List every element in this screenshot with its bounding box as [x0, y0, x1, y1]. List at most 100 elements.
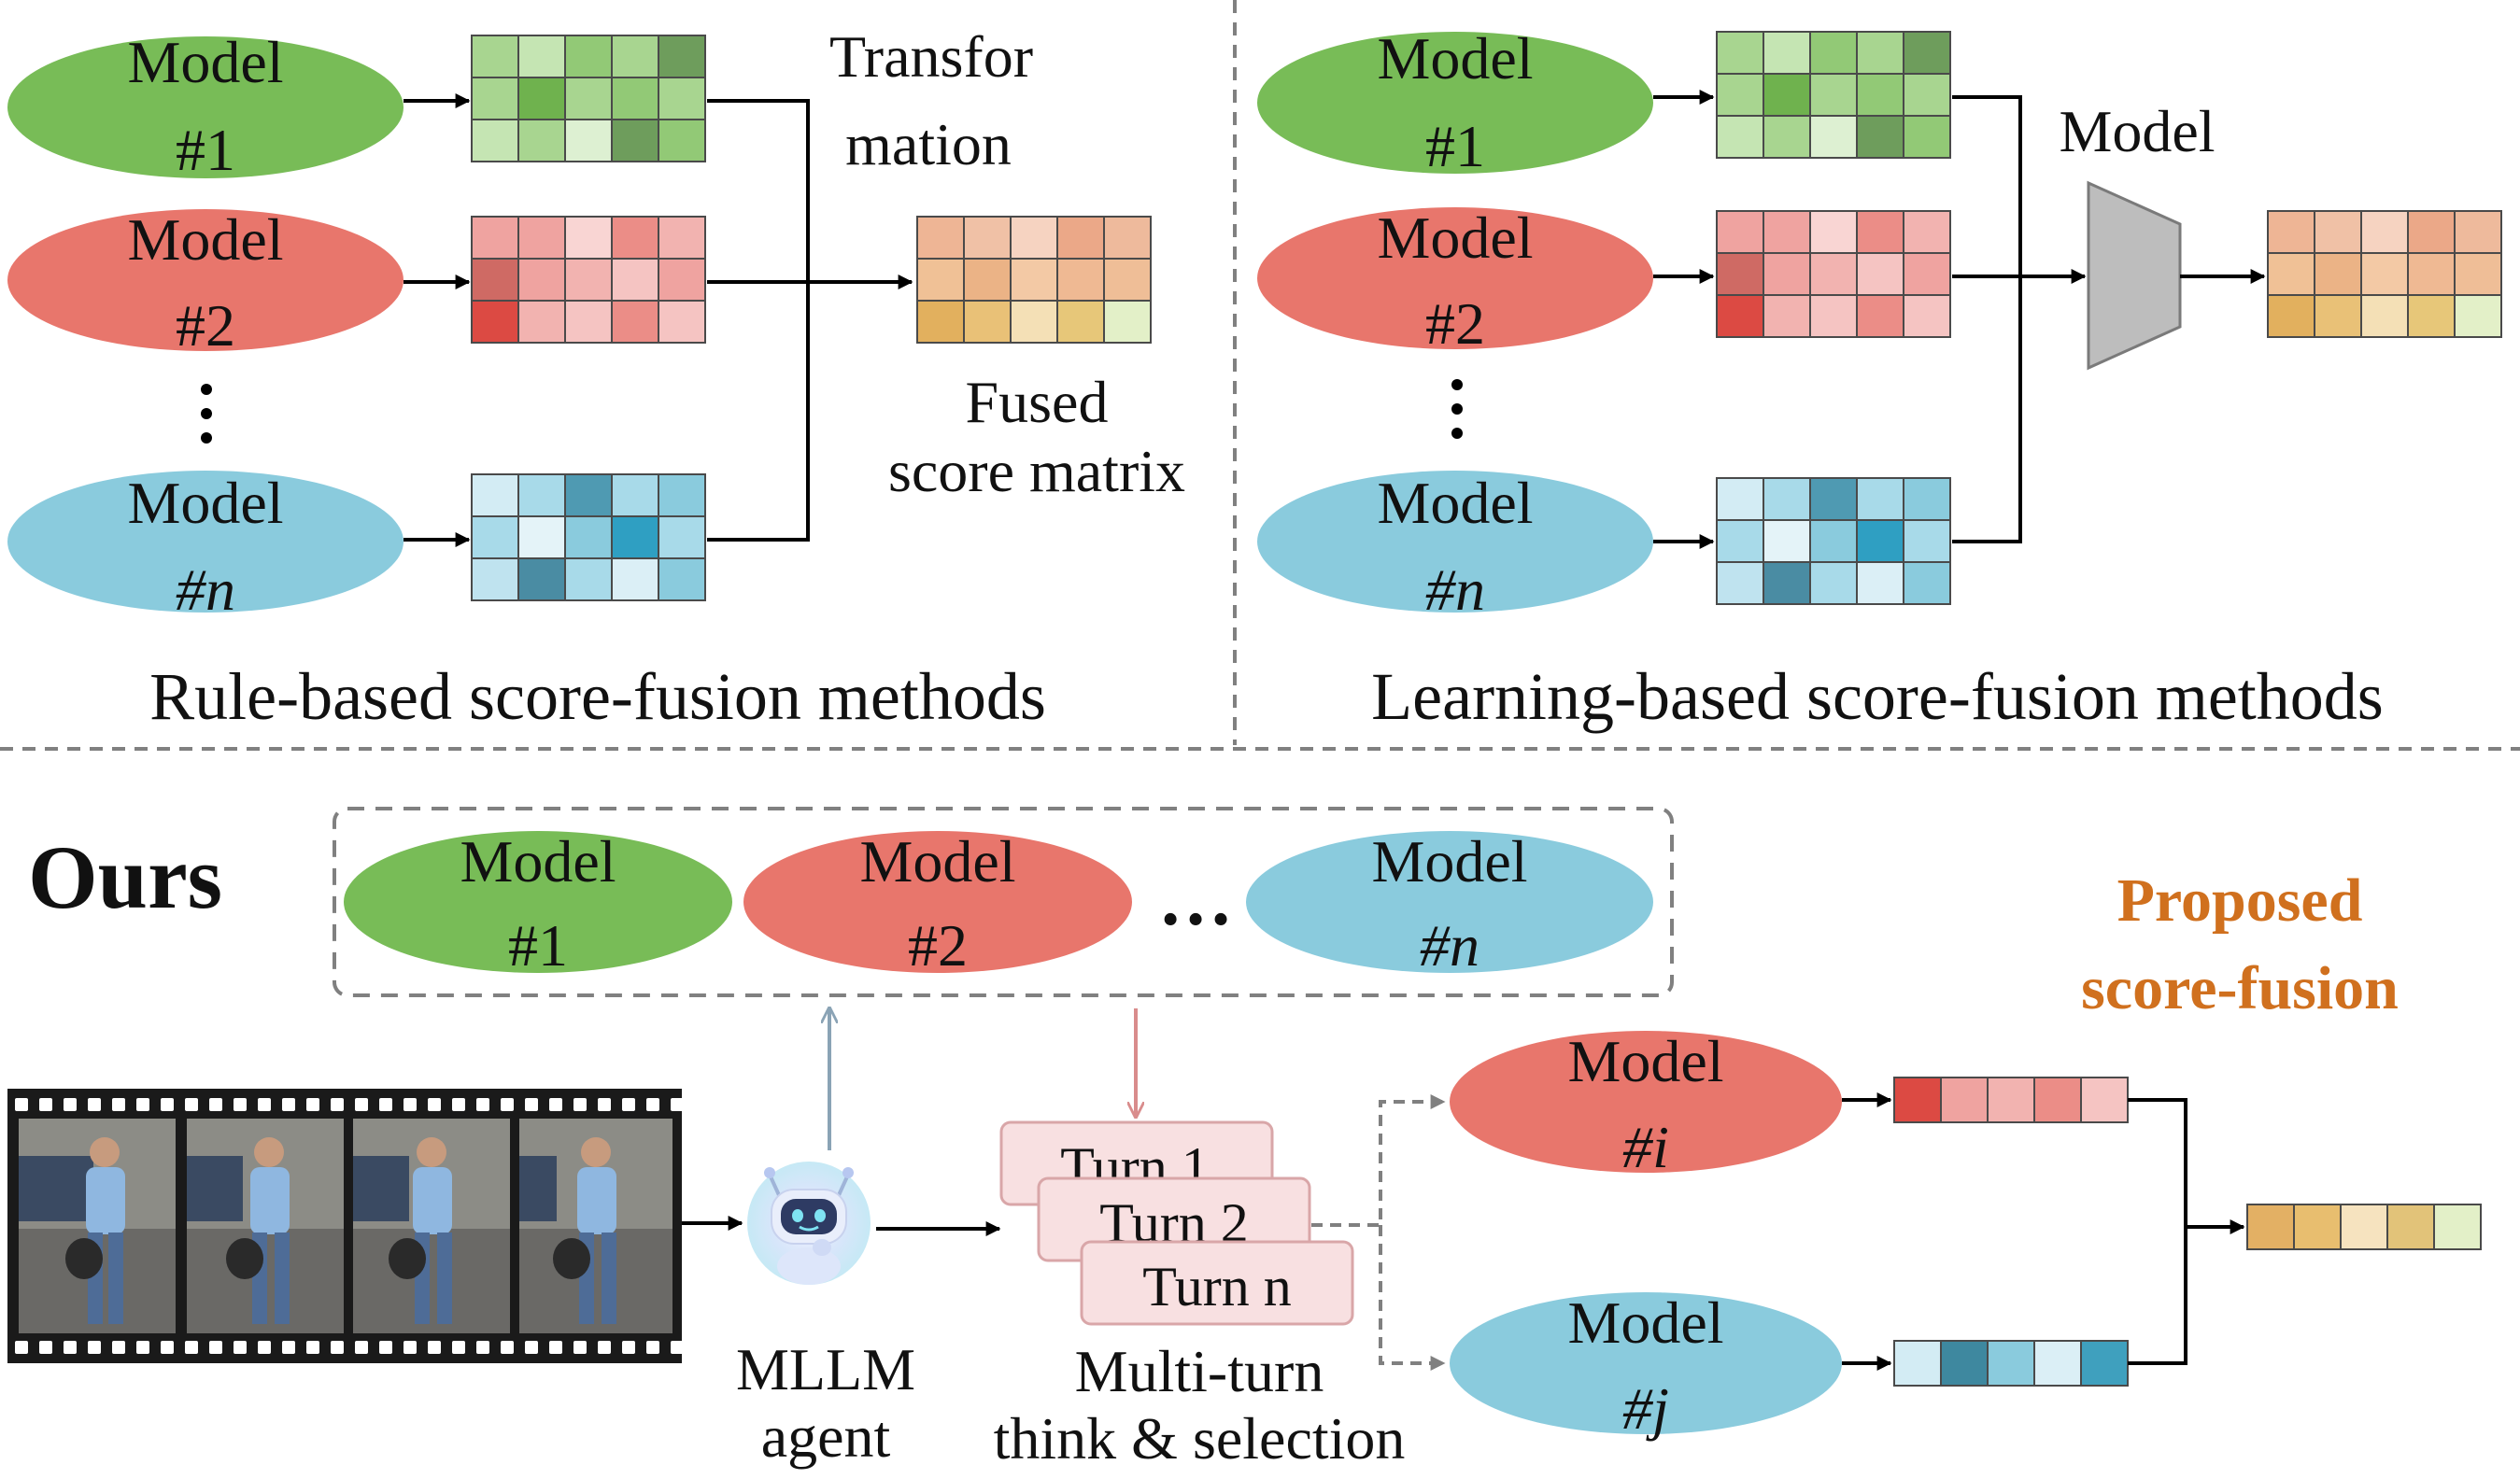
proposed-label-1: Proposed	[2117, 866, 2363, 935]
score-cell	[1716, 210, 1764, 254]
model-n-number-learn: #n	[1425, 556, 1485, 623]
score-cell	[1940, 1077, 1989, 1123]
fused-label-1: Fused	[966, 369, 1109, 435]
sprocket-hole	[282, 1098, 295, 1111]
score-grid-red-learn	[1716, 210, 1951, 338]
score-cell	[1856, 477, 1904, 521]
score-cell	[471, 77, 519, 120]
score-cell	[517, 557, 566, 601]
score-cell	[1987, 1340, 2035, 1387]
score-cell	[1103, 216, 1152, 260]
score-cell	[2314, 294, 2362, 338]
score-cell	[1056, 300, 1105, 344]
robot-agent-icon	[747, 1162, 871, 1285]
score-cell	[1903, 210, 1951, 254]
sprocket-hole	[161, 1341, 174, 1354]
transformation-label-1: Transfor	[829, 23, 1033, 90]
learning-model-label: Model	[2059, 98, 2215, 164]
mllm-label-1: MLLM	[736, 1336, 915, 1402]
sprocket-hole	[525, 1341, 538, 1354]
learned-fusion-model-icon	[2087, 180, 2182, 371]
score-cell	[1809, 115, 1858, 159]
merge-line-learn	[1952, 95, 2022, 543]
score-cell	[1903, 477, 1951, 521]
score-cell	[611, 473, 659, 517]
score-cell	[1716, 519, 1764, 563]
score-cell	[1716, 477, 1764, 521]
score-cell	[471, 35, 519, 78]
score-cell	[471, 515, 519, 559]
vertical-ellipsis-learn	[1451, 379, 1463, 439]
model-2-number-learn: #2	[1425, 290, 1485, 357]
model-pool-box	[333, 807, 1674, 997]
score-cell	[2407, 294, 2456, 338]
score-cell	[1763, 252, 1811, 296]
sprocket-hole	[549, 1341, 562, 1354]
score-grid-blue-learn	[1716, 477, 1951, 605]
selected-model-i-label: Model	[1567, 1028, 1723, 1094]
model-2-ellipse	[7, 209, 403, 351]
score-cell	[2360, 210, 2409, 254]
video-frame-3	[353, 1119, 510, 1333]
score-cell	[564, 300, 613, 344]
video-frame-4	[519, 1119, 672, 1333]
model-1-ellipse-learn	[1257, 32, 1653, 174]
score-cell	[963, 216, 1012, 260]
score-cell	[1893, 1340, 1942, 1387]
score-cell	[1809, 477, 1858, 521]
score-cell	[1103, 300, 1152, 344]
pool-model-2	[743, 831, 1132, 973]
score-row-red	[1893, 1077, 2129, 1123]
pool-model-1-label: Model	[460, 828, 616, 894]
score-cell	[2293, 1204, 2342, 1250]
score-cell	[1809, 73, 1858, 117]
score-cell	[1893, 1077, 1942, 1123]
score-cell	[1056, 216, 1105, 260]
fused-score-matrix	[916, 216, 1152, 344]
sprocket-hole	[573, 1098, 587, 1111]
sprocket-hole	[355, 1098, 368, 1111]
sprocket-hole	[452, 1098, 465, 1111]
score-cell	[1903, 561, 1951, 605]
sprocket-hole	[476, 1098, 489, 1111]
selected-model-i-number: #i	[1622, 1114, 1669, 1180]
score-cell	[564, 258, 613, 302]
ours-panel: Ours Model #1 Model #2 … Model #n	[7, 807, 2482, 1472]
sprocket-hole	[209, 1098, 222, 1111]
score-cell	[471, 119, 519, 162]
model-n-ellipse-learn	[1257, 471, 1653, 613]
sprocket-hole	[379, 1098, 392, 1111]
pool-model-2-number: #2	[908, 912, 968, 979]
score-grid-green-learn	[1716, 31, 1951, 159]
model-n-label-learn: Model	[1377, 470, 1533, 536]
sprocket-hole	[112, 1098, 125, 1111]
sprocket-hole	[622, 1098, 635, 1111]
score-cell	[2314, 210, 2362, 254]
film-sprockets-top	[15, 1098, 684, 1111]
score-cell	[1763, 210, 1811, 254]
sprocket-hole	[258, 1098, 271, 1111]
score-cell	[2314, 252, 2362, 296]
score-cell	[1763, 561, 1811, 605]
score-cell	[611, 300, 659, 344]
sprocket-hole	[331, 1341, 344, 1354]
score-cell	[1903, 519, 1951, 563]
score-cell	[2407, 210, 2456, 254]
score-cell	[1103, 258, 1152, 302]
model-2-label: Model	[127, 206, 283, 273]
score-cell	[517, 35, 566, 78]
score-cell	[2454, 252, 2502, 296]
sprocket-hole	[671, 1098, 684, 1111]
score-cell	[1010, 216, 1058, 260]
sprocket-hole	[161, 1098, 174, 1111]
film-sprockets-bottom	[15, 1341, 684, 1354]
model-1-number: #1	[176, 117, 235, 183]
score-cell	[517, 473, 566, 517]
score-grid-red-rule	[471, 216, 706, 344]
score-cell	[611, 77, 659, 120]
score-cell	[1716, 561, 1764, 605]
score-cell	[1809, 210, 1858, 254]
score-cell	[1716, 252, 1764, 296]
score-cell	[963, 300, 1012, 344]
sprocket-hole	[501, 1098, 514, 1111]
